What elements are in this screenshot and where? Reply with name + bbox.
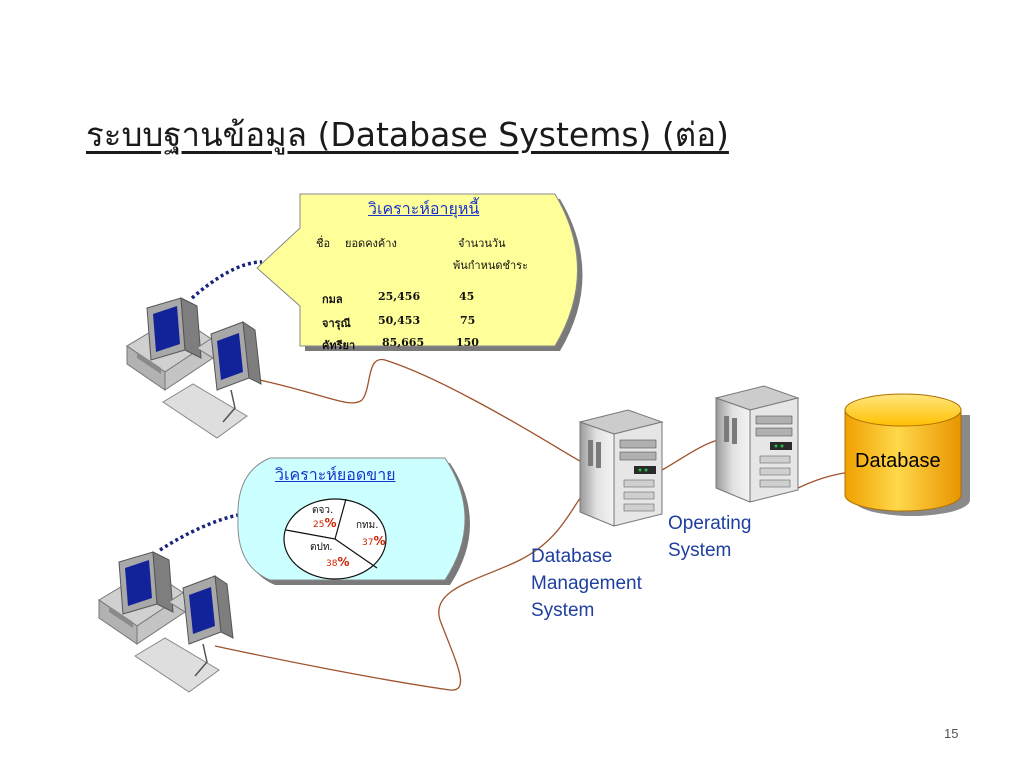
aging-callout-shape — [256, 193, 578, 347]
row-3-days: 150 — [456, 336, 479, 349]
dotted-link-top — [190, 260, 263, 300]
os-label-line-1: Operating — [668, 513, 752, 534]
dbms-label-line-1: Database — [531, 546, 613, 567]
aging-analysis-title: วิเคราะห์อายุหนี้ — [368, 199, 480, 218]
database-cylinder-icon — [844, 393, 970, 516]
dbms-server-icon — [579, 409, 663, 527]
connector-os-db — [797, 471, 851, 489]
header-overdue: พ้นกำหนดชำระ — [453, 259, 528, 272]
sales-pie-chart — [283, 498, 387, 580]
os-label-line-2: System — [668, 540, 732, 561]
header-balance: ยอดคงค้าง — [345, 237, 397, 250]
row-1-amount: 25,456 — [378, 290, 421, 303]
dbms-label: Database Management System — [531, 543, 642, 624]
header-name: ชื่อ — [316, 237, 331, 250]
header-days: จำนวนวัน — [458, 237, 506, 250]
database-label: Database — [855, 450, 941, 472]
row-3-amount: 85,665 — [382, 336, 425, 349]
row-1-days: 45 — [459, 290, 475, 303]
pie-label-upcountry: ตจว. — [312, 505, 334, 516]
dotted-link-bottom — [159, 513, 239, 552]
os-server-icon — [715, 385, 799, 503]
pie-pct-overseas: 38% — [326, 555, 350, 569]
row-1-name: กมล — [322, 293, 343, 306]
connector-bottom-pc — [214, 489, 587, 691]
dbms-label-line-2: Management — [531, 573, 642, 594]
page-number: 15 — [944, 726, 959, 741]
pie-pct-upcountry: 25% — [313, 516, 337, 530]
row-2-name: จารุณี — [322, 317, 351, 330]
pie-label-bangkok: กทม. — [356, 520, 379, 531]
connector-top-pc — [249, 359, 586, 465]
dbms-label-line-3: System — [531, 600, 595, 621]
row-3-name: คัทรียา — [322, 339, 356, 352]
row-2-days: 75 — [460, 314, 476, 327]
sales-analysis-title: วิเคราะห์ยอดขาย — [275, 465, 396, 484]
connector-dbms-os — [661, 439, 719, 471]
pie-pct-bangkok: 37% — [362, 534, 386, 548]
pie-label-overseas: ตปท. — [310, 542, 333, 553]
slide-title: ระบบฐานข้อมูล (Database Systems) (ต่อ) — [86, 115, 729, 154]
row-2-amount: 50,453 — [378, 314, 421, 327]
client-computer-top-icon — [126, 297, 262, 439]
os-label: Operating System — [668, 510, 751, 564]
client-computer-bottom-icon — [98, 551, 234, 693]
